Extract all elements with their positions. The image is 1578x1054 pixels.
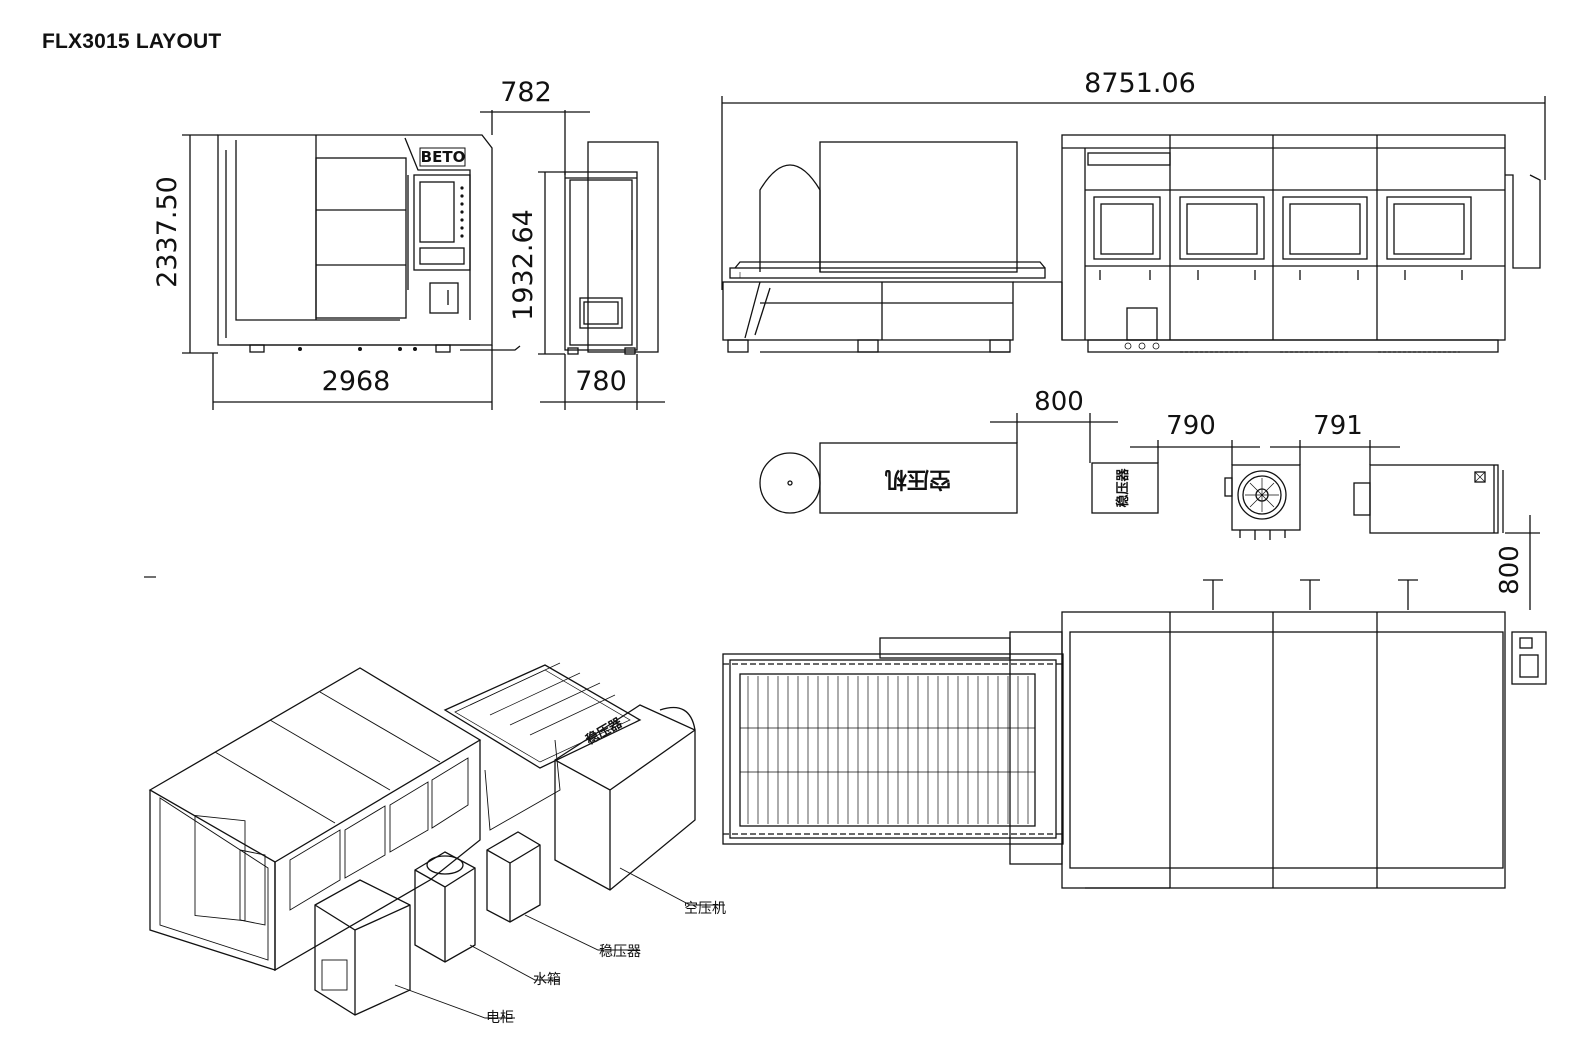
label-stabilizer: 稳压器: [599, 944, 641, 960]
dim-gap-air-compressor: 800: [1034, 387, 1084, 417]
page-title: FLX3015 LAYOUT: [42, 30, 222, 53]
label-air-compressor-box: 空压机: [885, 466, 951, 492]
aux-equipment: [759, 413, 1540, 610]
bed-slats: [740, 676, 1035, 824]
dim-front-width: 2968: [322, 366, 391, 397]
label-water-tank: 水箱: [533, 972, 561, 988]
dim-total-length: 8751.06: [1084, 68, 1196, 99]
label-iso-stabilizer-top: 稳压器: [583, 714, 626, 748]
dim-side-width: 780: [575, 366, 627, 397]
label-stabilizer-box: 稳压器: [1115, 468, 1131, 508]
dim-front-height: 2337.50: [152, 176, 183, 288]
isometric-view: [144, 576, 725, 1019]
plan-view: [722, 579, 1547, 889]
dim-side-height: 1932.64: [508, 209, 539, 321]
dim-gap-vertical: 800: [1495, 545, 1525, 595]
dim-gap-chiller: 791: [1313, 411, 1363, 441]
beto-logo: BETO: [421, 148, 466, 166]
dim-gap-stabilizer: 790: [1166, 411, 1216, 441]
label-air-compressor: 空压机: [684, 901, 726, 917]
dim-side-offset: 782: [500, 77, 552, 108]
side-view: [538, 141, 665, 410]
front-view: BETO: [182, 110, 590, 410]
side-elevation: [721, 96, 1546, 353]
label-cabinet: 电柜: [486, 1010, 514, 1026]
